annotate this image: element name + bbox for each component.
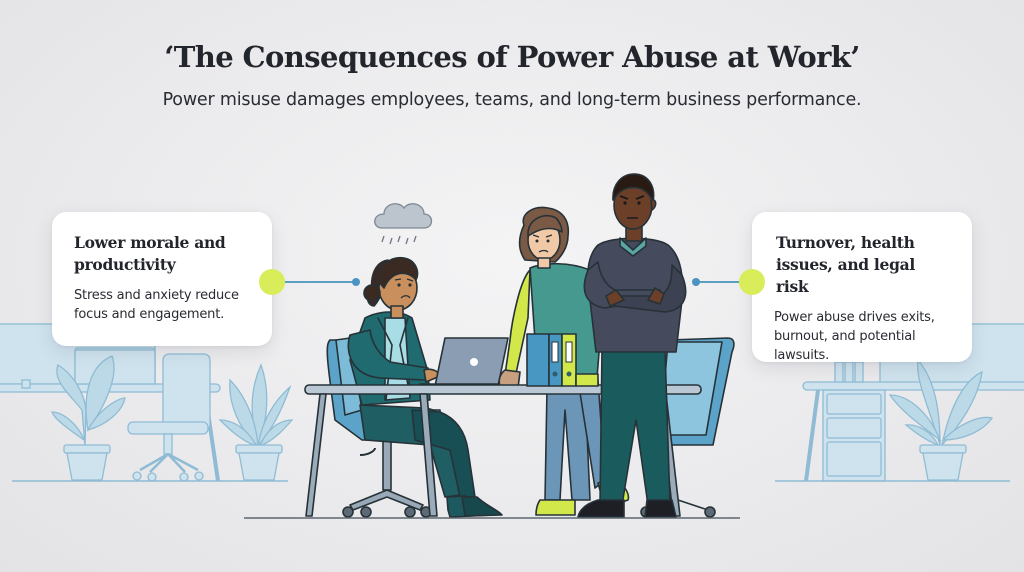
connector-line-left: [272, 281, 356, 283]
bg-drawer-unit: [822, 389, 886, 482]
accent-dot-left: [259, 269, 285, 295]
card-body: Power abuse drives exits, burnout, and p…: [774, 310, 935, 363]
accent-dot-right: [739, 269, 765, 295]
consequence-card-morale: Lower morale and productivity Stress and…: [52, 212, 272, 346]
plant-left-1: [51, 355, 126, 481]
rain-cloud-icon: [374, 203, 433, 245]
card-title: Lower morale and productivity: [74, 233, 226, 274]
card-title: Turnover, health issues, and legal risk: [776, 233, 915, 296]
page-title: ‘The Consequences of Power Abuse at Work…: [164, 40, 860, 74]
binders: [526, 333, 599, 387]
page-subtitle: Power misuse damages employees, teams, a…: [162, 90, 862, 110]
person-seated-employee: [347, 256, 503, 518]
person-standing-manager: [577, 173, 687, 518]
plant-left-2: [218, 363, 294, 481]
left-background-office: [0, 323, 294, 482]
connector-end-right: [692, 278, 700, 286]
laptop: [419, 337, 509, 389]
plant-right: [888, 358, 994, 481]
connector-end-left: [352, 278, 360, 286]
bg-chair-left: [127, 353, 211, 482]
consequence-card-turnover: Turnover, health issues, and legal risk …: [752, 212, 972, 363]
connector-line-right: [696, 281, 752, 283]
card-body: Stress and anxiety reduce focus and enga…: [74, 288, 239, 322]
